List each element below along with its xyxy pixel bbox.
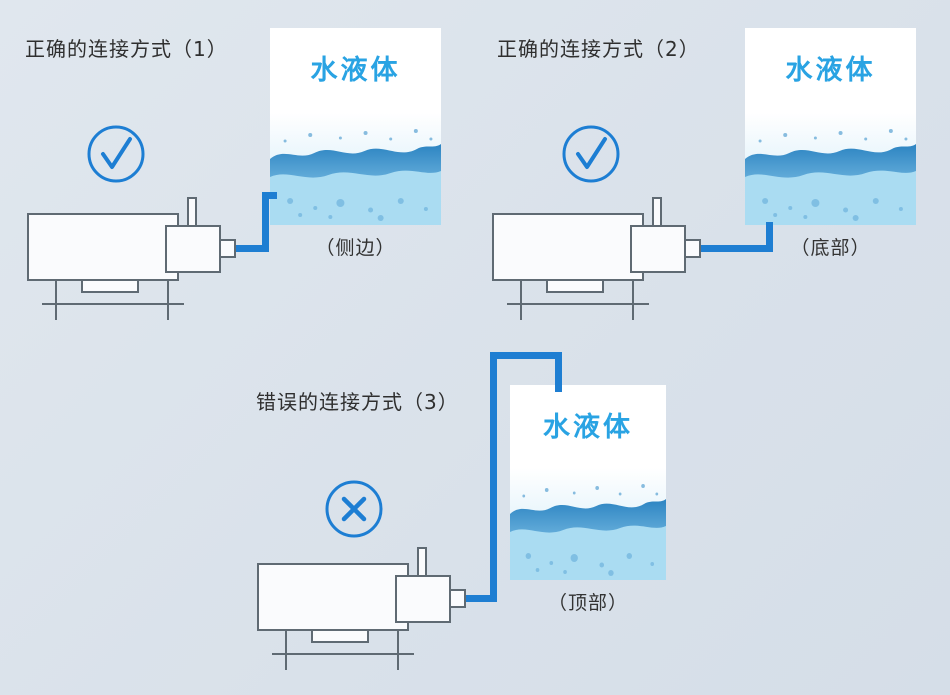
water-tank: 水液体 — [745, 28, 916, 225]
pipe-segment — [463, 595, 497, 602]
pump-diagram — [487, 192, 722, 327]
scene3-title: 错误的连接方式（3） — [256, 390, 459, 414]
pump-diagram — [22, 192, 257, 327]
pipe-segment — [233, 245, 269, 252]
connection-label: （底部） — [790, 237, 871, 259]
pipe-segment — [262, 192, 269, 252]
check-mark-icon — [560, 123, 622, 185]
tank-label: 水液体 — [543, 412, 633, 443]
pump-diagram — [252, 542, 487, 677]
pipe-segment — [490, 352, 497, 602]
scene2-title: 正确的连接方式（2） — [497, 37, 700, 61]
pipe-segment — [555, 352, 562, 392]
water-graphic — [510, 468, 666, 580]
pipe-segment — [766, 222, 773, 252]
pipe-segment — [698, 245, 773, 252]
tank-label: 水液体 — [310, 55, 401, 86]
water-tank: 水液体 — [270, 28, 441, 225]
water-graphic — [270, 113, 441, 225]
connection-label: （顶部） — [547, 592, 628, 614]
check-mark-icon — [85, 123, 147, 185]
pipe-segment — [262, 192, 277, 199]
cross-mark-icon — [323, 478, 385, 540]
tank-label: 水液体 — [785, 55, 876, 86]
connection-label: （侧边） — [315, 237, 396, 259]
scene1-title: 正确的连接方式（1） — [25, 37, 228, 61]
pipe-segment — [490, 352, 562, 359]
water-tank: 水液体 — [510, 385, 666, 580]
water-graphic — [745, 113, 916, 225]
